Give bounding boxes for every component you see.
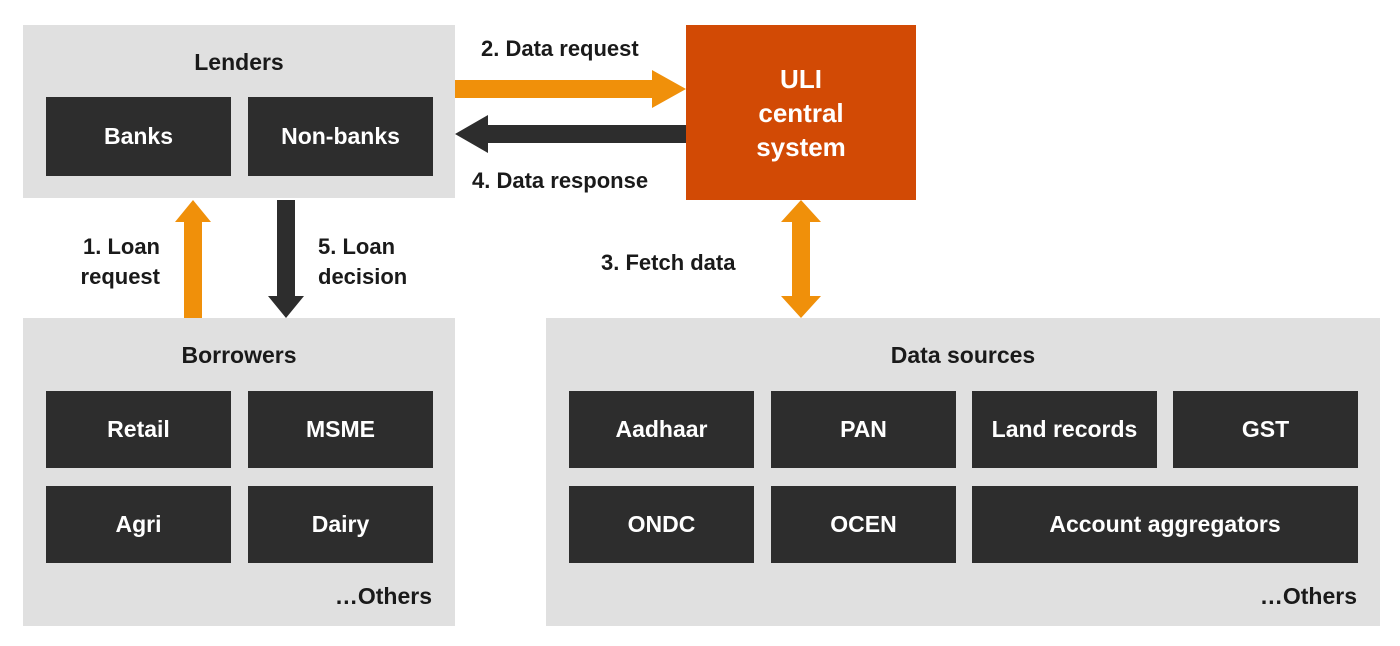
source-ondc: ONDC bbox=[569, 486, 754, 563]
source-land-records: Land records bbox=[972, 391, 1157, 468]
fetch-data-arrow bbox=[781, 200, 821, 318]
uli-central-system: ULI central system bbox=[686, 25, 916, 200]
borrower-dairy: Dairy bbox=[248, 486, 433, 563]
borrowers-others: …Others bbox=[334, 583, 432, 609]
data-request-arrow bbox=[455, 70, 686, 108]
lender-non-banks: Non-banks bbox=[248, 97, 433, 176]
source-pan: PAN bbox=[771, 391, 956, 468]
loan-decision-label: 5. Loan decision bbox=[318, 234, 408, 289]
data-sources-title: Data sources bbox=[890, 342, 1036, 368]
borrower-agri: Agri bbox=[46, 486, 231, 563]
lenders-title: Lenders bbox=[194, 49, 284, 75]
borrowers-title: Borrowers bbox=[181, 342, 297, 368]
uli-label: ULI central system bbox=[756, 63, 846, 162]
data-sources-others: …Others bbox=[1259, 583, 1357, 609]
fetch-data-label: 3. Fetch data bbox=[601, 250, 736, 275]
data-sources-panel: Data sources Aadhaar PAN Land records GS… bbox=[546, 318, 1380, 626]
lenders-panel: Lenders Banks Non-banks bbox=[23, 25, 455, 198]
borrower-msme: MSME bbox=[248, 391, 433, 468]
source-ocen: OCEN bbox=[771, 486, 956, 563]
loan-request-arrow bbox=[175, 200, 211, 318]
data-request-label: 2. Data request bbox=[481, 36, 639, 61]
loan-decision-arrow bbox=[268, 200, 304, 318]
lender-banks: Banks bbox=[46, 97, 231, 176]
borrowers-panel: Borrowers Retail MSME Agri Dairy …Others bbox=[23, 318, 455, 626]
source-gst: GST bbox=[1173, 391, 1358, 468]
source-aadhaar: Aadhaar bbox=[569, 391, 754, 468]
data-response-arrow bbox=[455, 115, 686, 153]
source-account-aggregators: Account aggregators bbox=[972, 486, 1358, 563]
borrower-retail: Retail bbox=[46, 391, 231, 468]
loan-request-label: 1. Loan request bbox=[80, 234, 160, 289]
data-response-label: 4. Data response bbox=[472, 168, 649, 193]
